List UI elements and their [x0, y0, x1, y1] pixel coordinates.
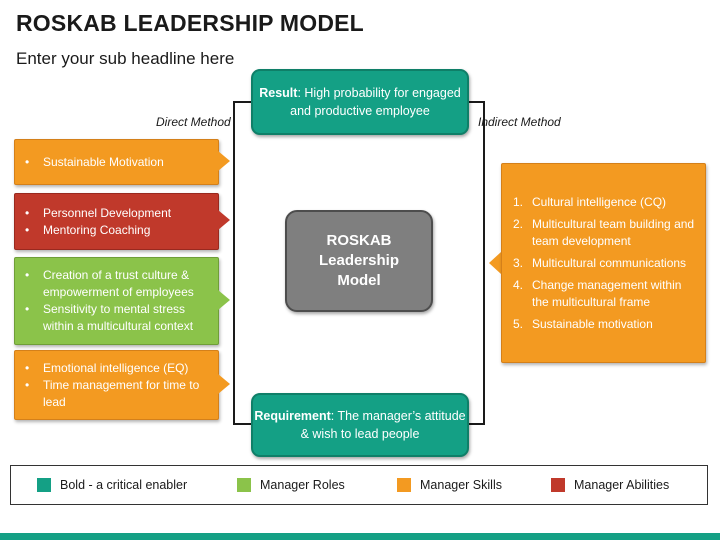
left-box-item: Sensitivity to mental stress within a mu…: [25, 301, 218, 335]
legend-swatch-red: [551, 478, 565, 492]
center-line-2: Leadership: [318, 252, 400, 269]
item-text: Multicultural team building and team dev…: [532, 216, 695, 248]
left-box-item: Mentoring Coaching: [25, 222, 171, 239]
left-box-item: Time management for time to lead: [25, 377, 218, 411]
item-number: 4.: [513, 277, 524, 292]
item-number: 2.: [513, 216, 524, 231]
legend: Bold - a critical enabler Manager Roles …: [10, 465, 708, 505]
legend-label: Bold - a critical enabler: [60, 478, 188, 492]
left-box-item: Personnel Development: [25, 205, 171, 222]
left-box-arrow: [218, 290, 230, 310]
right-bracket-connector: [466, 101, 485, 425]
left-box-skills: Emotional intelligence (EQ) Time managem…: [14, 350, 219, 420]
center-model-box: ROSKAB Leadership Model: [285, 210, 433, 312]
right-box-item: 1. Cultural intelligence (CQ): [513, 194, 699, 211]
result-box: Result: High probability for engaged and…: [251, 69, 469, 135]
page-subtitle: Enter your sub headline here: [16, 49, 235, 68]
left-box-motivation: Sustainable Motivation: [14, 139, 219, 185]
requirement-label: Requirement: [254, 409, 331, 423]
item-number: 3.: [513, 255, 524, 270]
legend-item: Manager Abilities: [551, 478, 669, 492]
item-number: 5.: [513, 316, 524, 331]
right-box-item: 3. Multicultural communications: [513, 255, 699, 272]
legend-label: Manager Roles: [260, 478, 345, 492]
item-text: Multicultural communications: [532, 255, 687, 270]
legend-label: Manager Abilities: [574, 478, 670, 492]
left-box-roles: Creation of a trust culture & empowermen…: [14, 257, 219, 345]
legend-item: Bold - a critical enabler: [37, 478, 187, 492]
item-text: Cultural intelligence (CQ): [532, 194, 667, 209]
right-box-item: 4. Change management within the multicult…: [513, 277, 699, 311]
legend-item: Manager Roles: [237, 478, 345, 492]
left-box-abilities: Personnel Development Mentoring Coaching: [14, 193, 219, 250]
left-box-arrow: [218, 374, 230, 394]
right-box-arrow: [489, 252, 501, 274]
legend-swatch-teal: [37, 478, 51, 492]
left-box-arrow: [218, 210, 230, 230]
result-label: Result: [259, 86, 298, 100]
legend-item: Manager Skills: [397, 478, 502, 492]
requirement-text: : The manager’s attitude & wish to lead …: [300, 409, 466, 441]
indirect-method-label: Indirect Method: [478, 115, 561, 129]
left-box-item: Creation of a trust culture & empowermen…: [25, 267, 218, 301]
legend-label: Manager Skills: [420, 478, 502, 492]
legend-swatch-green: [237, 478, 251, 492]
center-line-1: ROSKAB: [326, 232, 392, 249]
left-box-item: Emotional intelligence (EQ): [25, 360, 218, 377]
result-text: : High probability for engaged and produ…: [290, 86, 461, 118]
left-box-arrow: [218, 151, 230, 171]
right-box-item: 5. Sustainable motivation: [513, 316, 699, 333]
legend-swatch-orange: [397, 478, 411, 492]
page-title: ROSKAB LEADERSHIP MODEL: [16, 10, 364, 36]
direct-method-label: Direct Method: [156, 115, 231, 129]
item-text: Change management within the multicultur…: [532, 277, 682, 309]
right-box-indirect: 1. Cultural intelligence (CQ) 2. Multicult…: [501, 163, 706, 363]
item-number: 1.: [513, 194, 524, 209]
left-box-item: Sustainable Motivation: [25, 154, 164, 171]
bottom-accent-band: [0, 533, 720, 540]
requirement-box: Requirement: The manager’s attitude & wi…: [251, 393, 469, 457]
item-text: Sustainable motivation: [532, 316, 653, 331]
left-bracket-connector: [233, 101, 252, 425]
right-box-item: 2. Multicultural team building and team d…: [513, 216, 699, 250]
center-line-3: Model: [337, 272, 381, 289]
